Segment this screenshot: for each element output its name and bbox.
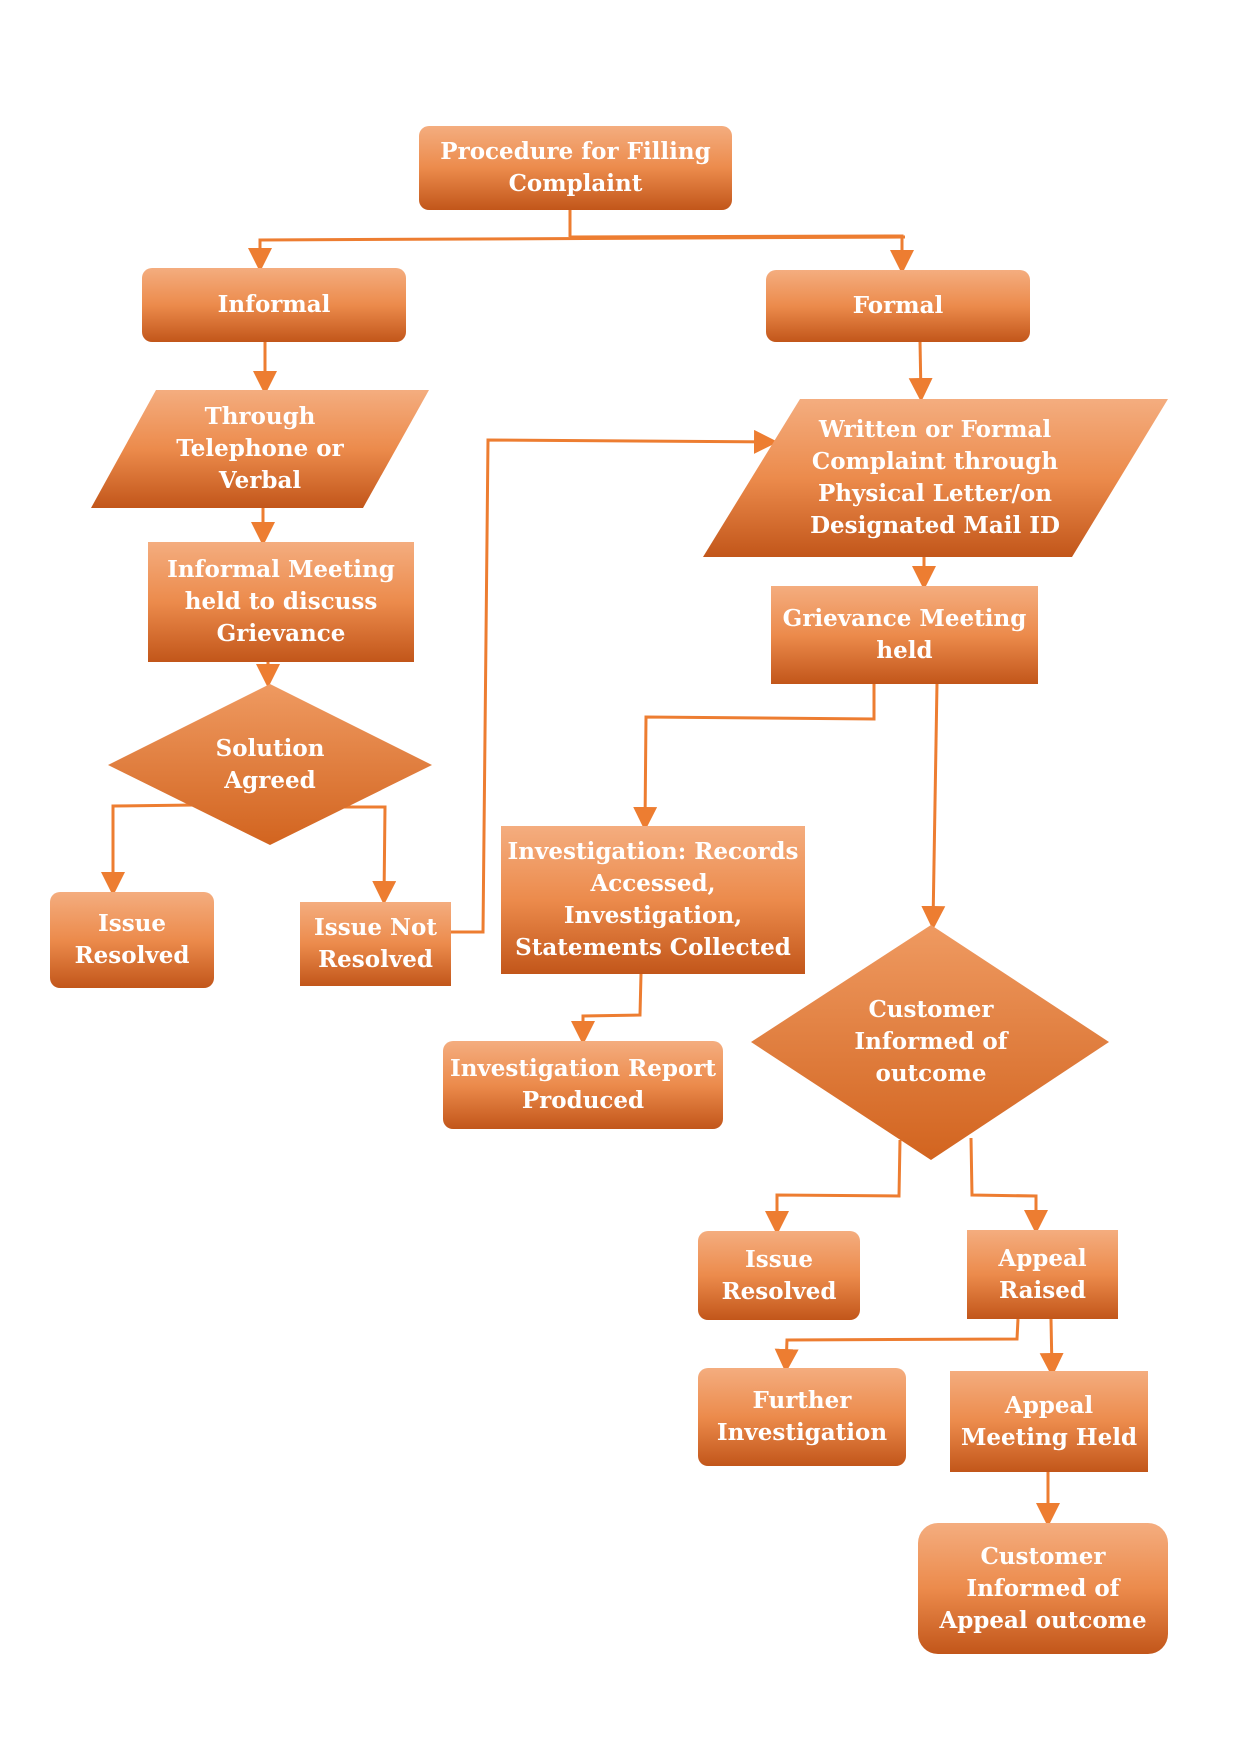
node-investigation-report <box>443 1041 723 1129</box>
node-formal <box>766 270 1030 342</box>
node-issue-not-resolved <box>300 902 451 986</box>
node-appeal-outcome <box>918 1523 1168 1654</box>
node-informal <box>142 268 406 342</box>
node-procedure <box>419 126 732 210</box>
node-telephone <box>91 390 429 508</box>
node-written <box>703 399 1168 557</box>
node-investigation <box>501 826 805 974</box>
connector-to-informal <box>248 235 906 272</box>
node-further-investigation <box>698 1368 906 1466</box>
node-solution-agreed <box>108 684 432 845</box>
node-appeal-raised <box>967 1230 1118 1319</box>
node-customer-informed <box>751 925 1109 1160</box>
node-grievance-meeting <box>771 586 1038 684</box>
node-appeal-meeting <box>950 1371 1148 1472</box>
connector-appeal-further <box>774 1318 1020 1373</box>
node-issue-resolved-right <box>698 1231 860 1320</box>
connector-formal-written <box>908 340 933 402</box>
connector-to-formal <box>569 234 914 274</box>
connector-solution-not-resolved <box>340 805 397 905</box>
connector-grievance-customer <box>921 682 946 930</box>
connector-customer-appeal <box>969 1137 1048 1234</box>
node-informal-meeting <box>148 542 414 662</box>
connector-grievance-investigation <box>633 683 876 831</box>
connector-not-resolved-written <box>451 429 778 934</box>
connector-solution-resolved <box>101 803 196 896</box>
connector-investigation-report <box>571 973 643 1045</box>
shapes <box>50 126 1168 1654</box>
node-issue-resolved-left <box>50 892 214 988</box>
connectors <box>101 210 1064 1527</box>
connector-customer-resolved <box>765 1139 902 1235</box>
connector-appeal-meeting <box>1039 1318 1064 1377</box>
